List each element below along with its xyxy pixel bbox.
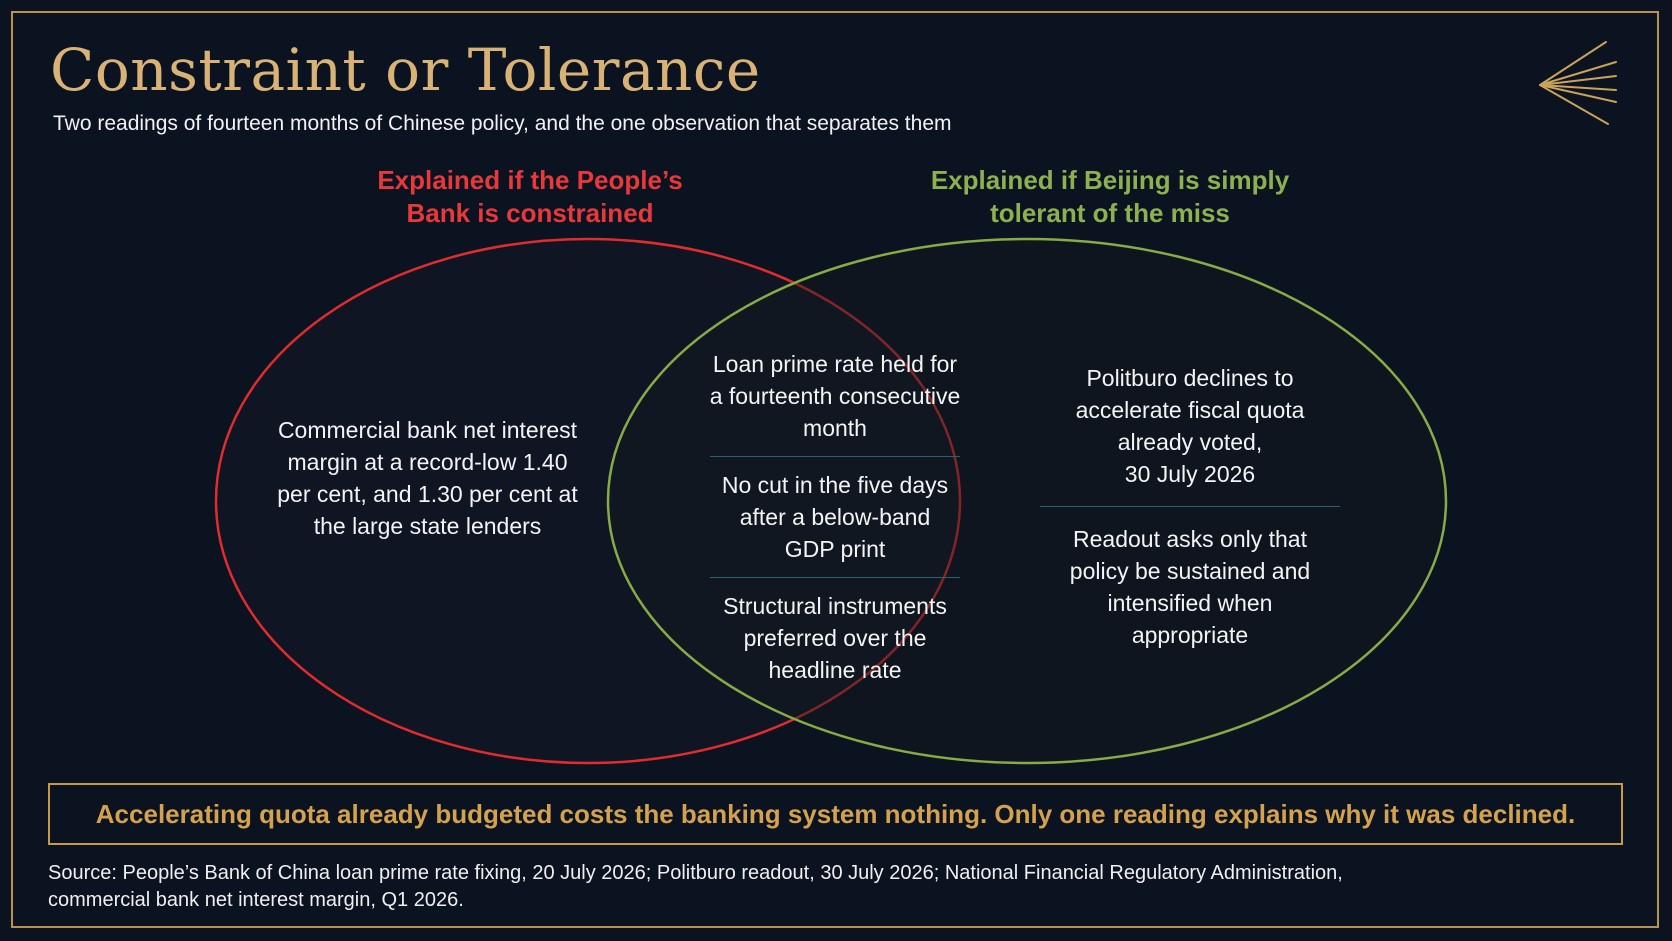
item-divider	[1040, 506, 1340, 507]
region-constrained-only: Commercial bank net interest margin at a…	[270, 414, 585, 542]
page-title: Constraint or Tolerance	[50, 36, 761, 104]
page-subtitle: Two readings of fourteen months of Chine…	[53, 112, 952, 135]
set-label-tolerant: Explained if Beijing is simply tolerant …	[930, 165, 1290, 228]
region-item: Loan prime rate held for a fourteenth co…	[709, 351, 961, 441]
source-note: Source: People’s Bank of China loan prim…	[48, 862, 1343, 911]
region-item: Structural instruments preferred over th…	[723, 593, 947, 683]
region-overlap: Loan prime rate held for a fourteenth co…	[700, 348, 970, 686]
region-item: Politburo declines to accelerate fiscal …	[1075, 365, 1305, 487]
constrained-set-ellipse	[214, 237, 962, 765]
set-label-constrained: Explained if the People’s Bank is constr…	[377, 165, 683, 228]
conclusion-box: Accelerating quota already budgeted cost…	[48, 783, 1623, 845]
region-item: Readout asks only that policy be sustain…	[1069, 526, 1311, 648]
region-item: Commercial bank net interest margin at a…	[277, 417, 578, 539]
item-divider	[710, 577, 960, 578]
tolerant-set-ellipse	[606, 237, 1448, 765]
region-item: No cut in the five days after a below-ba…	[721, 472, 949, 562]
gold-rays-fan-icon	[1539, 41, 1617, 125]
conclusion-text: Accelerating quota already budgeted cost…	[95, 798, 1576, 829]
page-frame	[11, 11, 1659, 928]
region-tolerant-only: Politburo declines to accelerate fiscal …	[1040, 362, 1340, 651]
item-divider	[710, 456, 960, 457]
